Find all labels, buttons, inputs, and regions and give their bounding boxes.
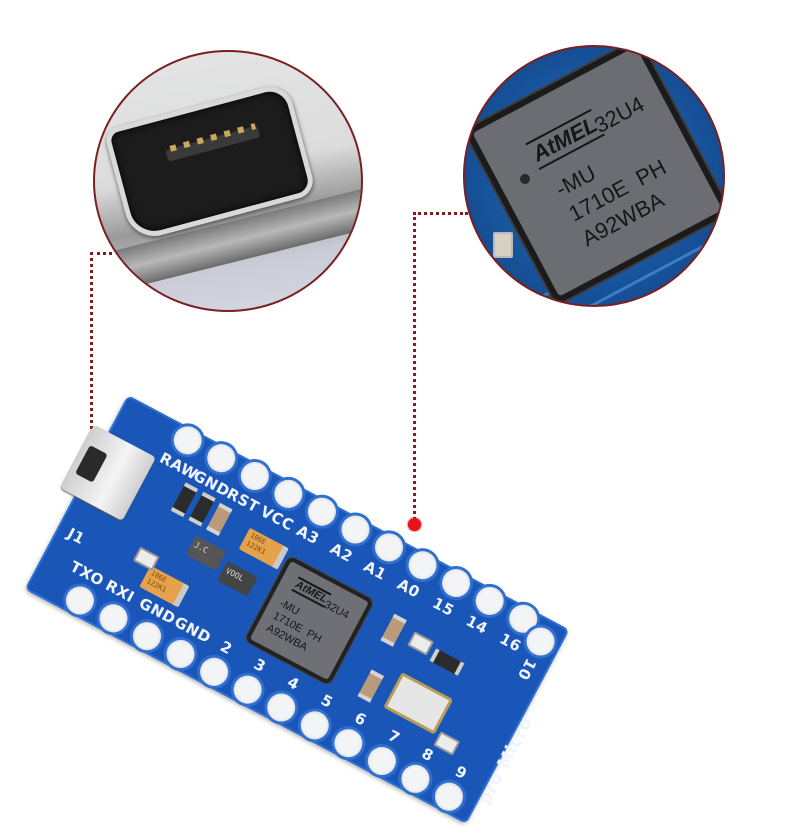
label-4: 4 — [284, 672, 303, 694]
label-10: 10 — [513, 655, 540, 684]
label-9: 9 — [452, 762, 471, 784]
tantalum-capacitor-1: 106E 122K1 — [238, 527, 289, 570]
chip-marking-line1: 32U4 — [322, 598, 352, 622]
product-photo: AtMEL 32U4 -MU 1710E PH A92WBA RAW GND R… — [24, 45, 725, 824]
pad-3 — [228, 670, 267, 709]
board-usb-connector — [60, 424, 156, 522]
fuse: J.C — [185, 535, 227, 571]
led — [433, 731, 461, 756]
label-14: 14 — [463, 611, 491, 638]
label-5: 5 — [317, 690, 337, 712]
label-15: 15 — [429, 593, 458, 620]
usb-leader-vertical — [90, 252, 93, 435]
label-3: 3 — [250, 655, 269, 677]
label-j1: J1 — [64, 524, 88, 549]
chip-marking-line1: 32U4 — [590, 91, 649, 139]
label-6: 6 — [351, 708, 370, 730]
led — [407, 631, 435, 656]
label-txo: TXO — [67, 557, 107, 590]
chip-marker-dot — [408, 518, 421, 531]
microcontroller-inset: AtMEL 32U4 -MU 1710E PH A92WBA — [463, 45, 725, 307]
chip-leader-vertical — [413, 212, 416, 520]
capacitor — [380, 613, 407, 647]
crystal-oscillator — [383, 672, 454, 735]
pad-9 — [430, 777, 468, 816]
label-16: 16 — [496, 629, 525, 656]
pad-4 — [262, 688, 301, 727]
chip-leader-top — [413, 212, 468, 215]
label-8: 8 — [418, 744, 437, 766]
atmega32u4-chip-closeup: AtMEL 32U4 -MU 1710E PH A92WBA — [472, 47, 723, 297]
pad-5 — [295, 706, 334, 745]
pad-7 — [362, 742, 401, 780]
resistor — [429, 648, 465, 676]
pro-micro-board: RAW GND RST VCC A3 A2 A1 A0 15 14 16 10 … — [24, 395, 570, 824]
pad-2 — [195, 652, 234, 691]
smd-capacitor — [493, 232, 513, 258]
label-7: 7 — [385, 726, 404, 748]
label-rxi: RXI — [102, 576, 138, 607]
pad-8 — [396, 759, 435, 798]
pin1-marker — [518, 172, 532, 186]
board-name-label: pro Micro — [474, 714, 538, 808]
voltage-regulator: VOOL — [217, 561, 258, 597]
capacitor — [357, 669, 385, 703]
pad-6 — [329, 724, 368, 763]
usb-connector-inset — [93, 50, 363, 312]
label-2: 2 — [217, 637, 236, 659]
